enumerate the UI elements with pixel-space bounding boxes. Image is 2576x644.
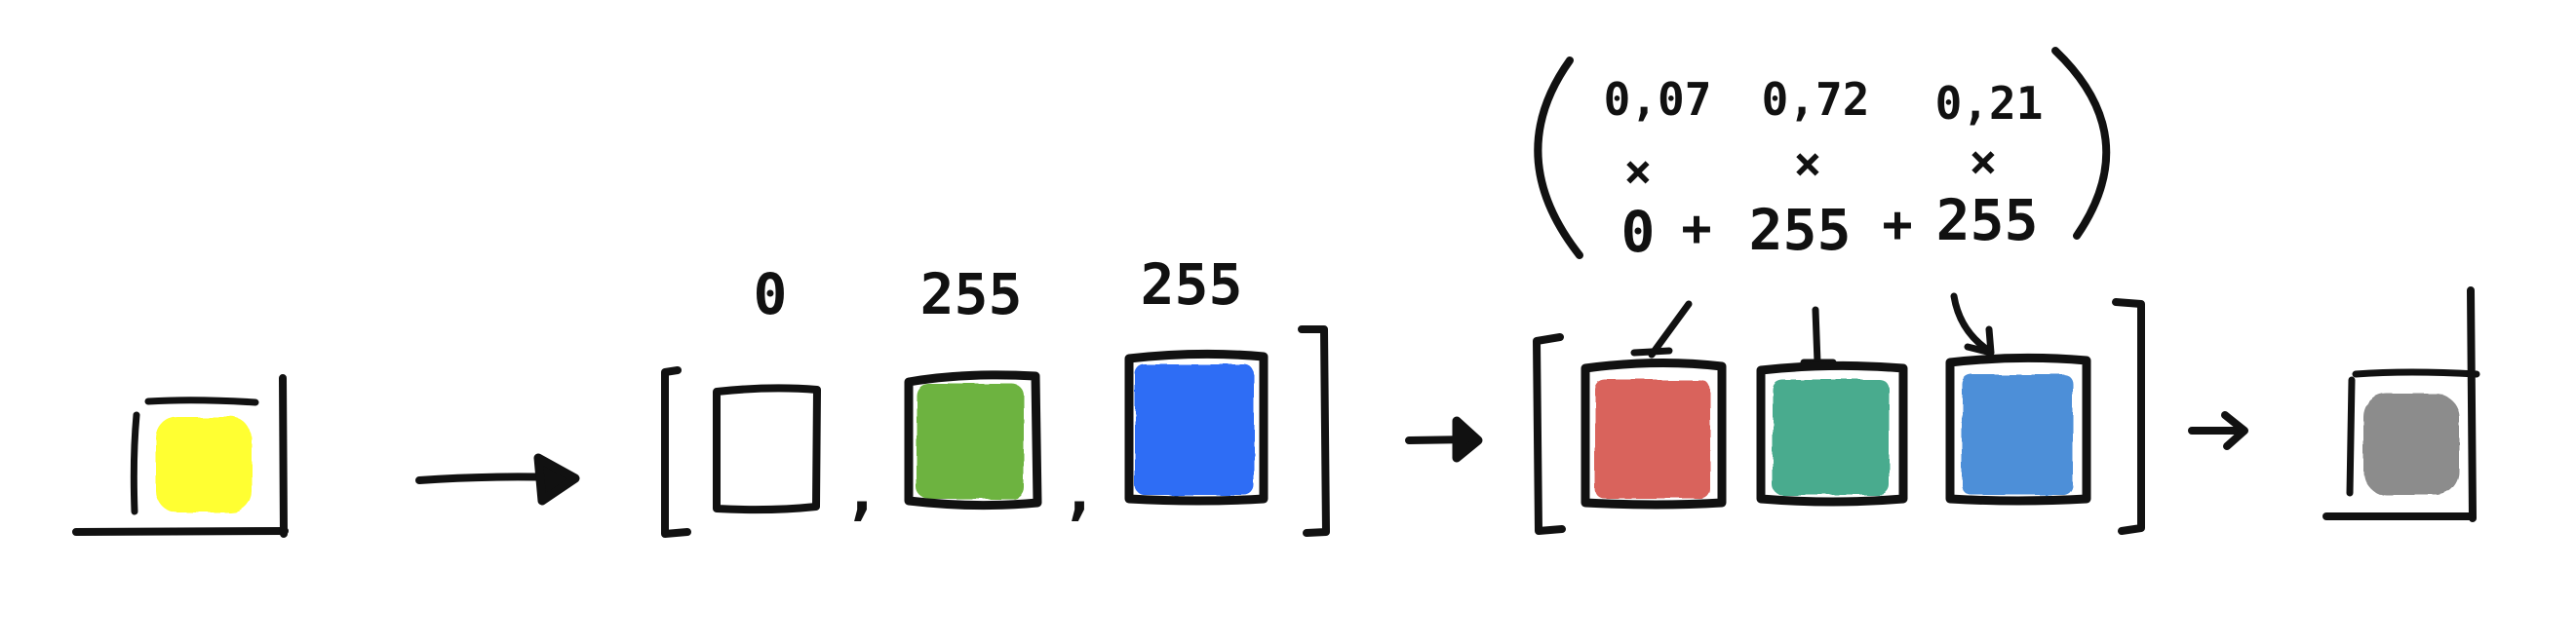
weighted-swatch-red xyxy=(1595,380,1710,499)
weight-pointer-icon xyxy=(1630,300,1693,359)
weighted-swatch-green xyxy=(1773,380,1890,495)
separator-comma-2: , xyxy=(1061,456,1099,528)
weight-blue: 0,21 xyxy=(1935,77,2044,130)
sum-plus-1: + xyxy=(1681,200,1711,258)
right-arrow-icon xyxy=(1405,416,1483,463)
weight-red: 0,07 xyxy=(1604,73,1712,126)
output-pixel-gray xyxy=(2363,394,2459,495)
weighted-box-blue xyxy=(1945,353,2091,506)
right-bracket-icon xyxy=(2112,298,2145,535)
channel-swatch-blue xyxy=(1135,364,1254,495)
sum-term-red: 0 xyxy=(1621,199,1656,265)
channel-box-blue xyxy=(1124,349,1268,506)
left-bracket-icon xyxy=(1533,333,1566,535)
weighted-swatch-blue xyxy=(1962,374,2073,495)
left-bracket-icon xyxy=(661,366,691,538)
weight-pointer-icon xyxy=(1800,306,1837,366)
right-arrow-icon xyxy=(415,453,580,506)
sum-term-blue: 255 xyxy=(1936,187,2039,253)
right-arrow-icon xyxy=(2188,411,2248,450)
channel-value-blue: 255 xyxy=(1141,251,1243,318)
weight-green: 0,72 xyxy=(1762,73,1870,126)
multiply-sign-blue: × xyxy=(1970,134,1998,189)
right-bracket-icon xyxy=(1298,325,1330,537)
channel-value-red: 0 xyxy=(754,261,788,327)
sum-plus-2: + xyxy=(1882,196,1912,254)
weighted-box-red xyxy=(1581,358,1727,510)
multiply-sign-red: × xyxy=(1624,144,1653,199)
output-pixel-frame xyxy=(2322,286,2480,522)
input-pixel-yellow xyxy=(156,417,252,512)
input-pixel-frame xyxy=(72,374,289,538)
multiply-sign-green: × xyxy=(1794,136,1822,191)
formula-parentheses xyxy=(1534,47,2111,259)
weight-pointer-icon xyxy=(1950,292,1995,357)
channel-box-red xyxy=(713,384,821,514)
channel-value-green: 255 xyxy=(920,261,1023,327)
weighted-box-green xyxy=(1756,360,1908,507)
separator-comma-1: , xyxy=(843,456,881,528)
sum-term-green: 255 xyxy=(1749,197,1852,263)
channel-box-green xyxy=(904,370,1042,511)
channel-swatch-green xyxy=(917,384,1024,499)
